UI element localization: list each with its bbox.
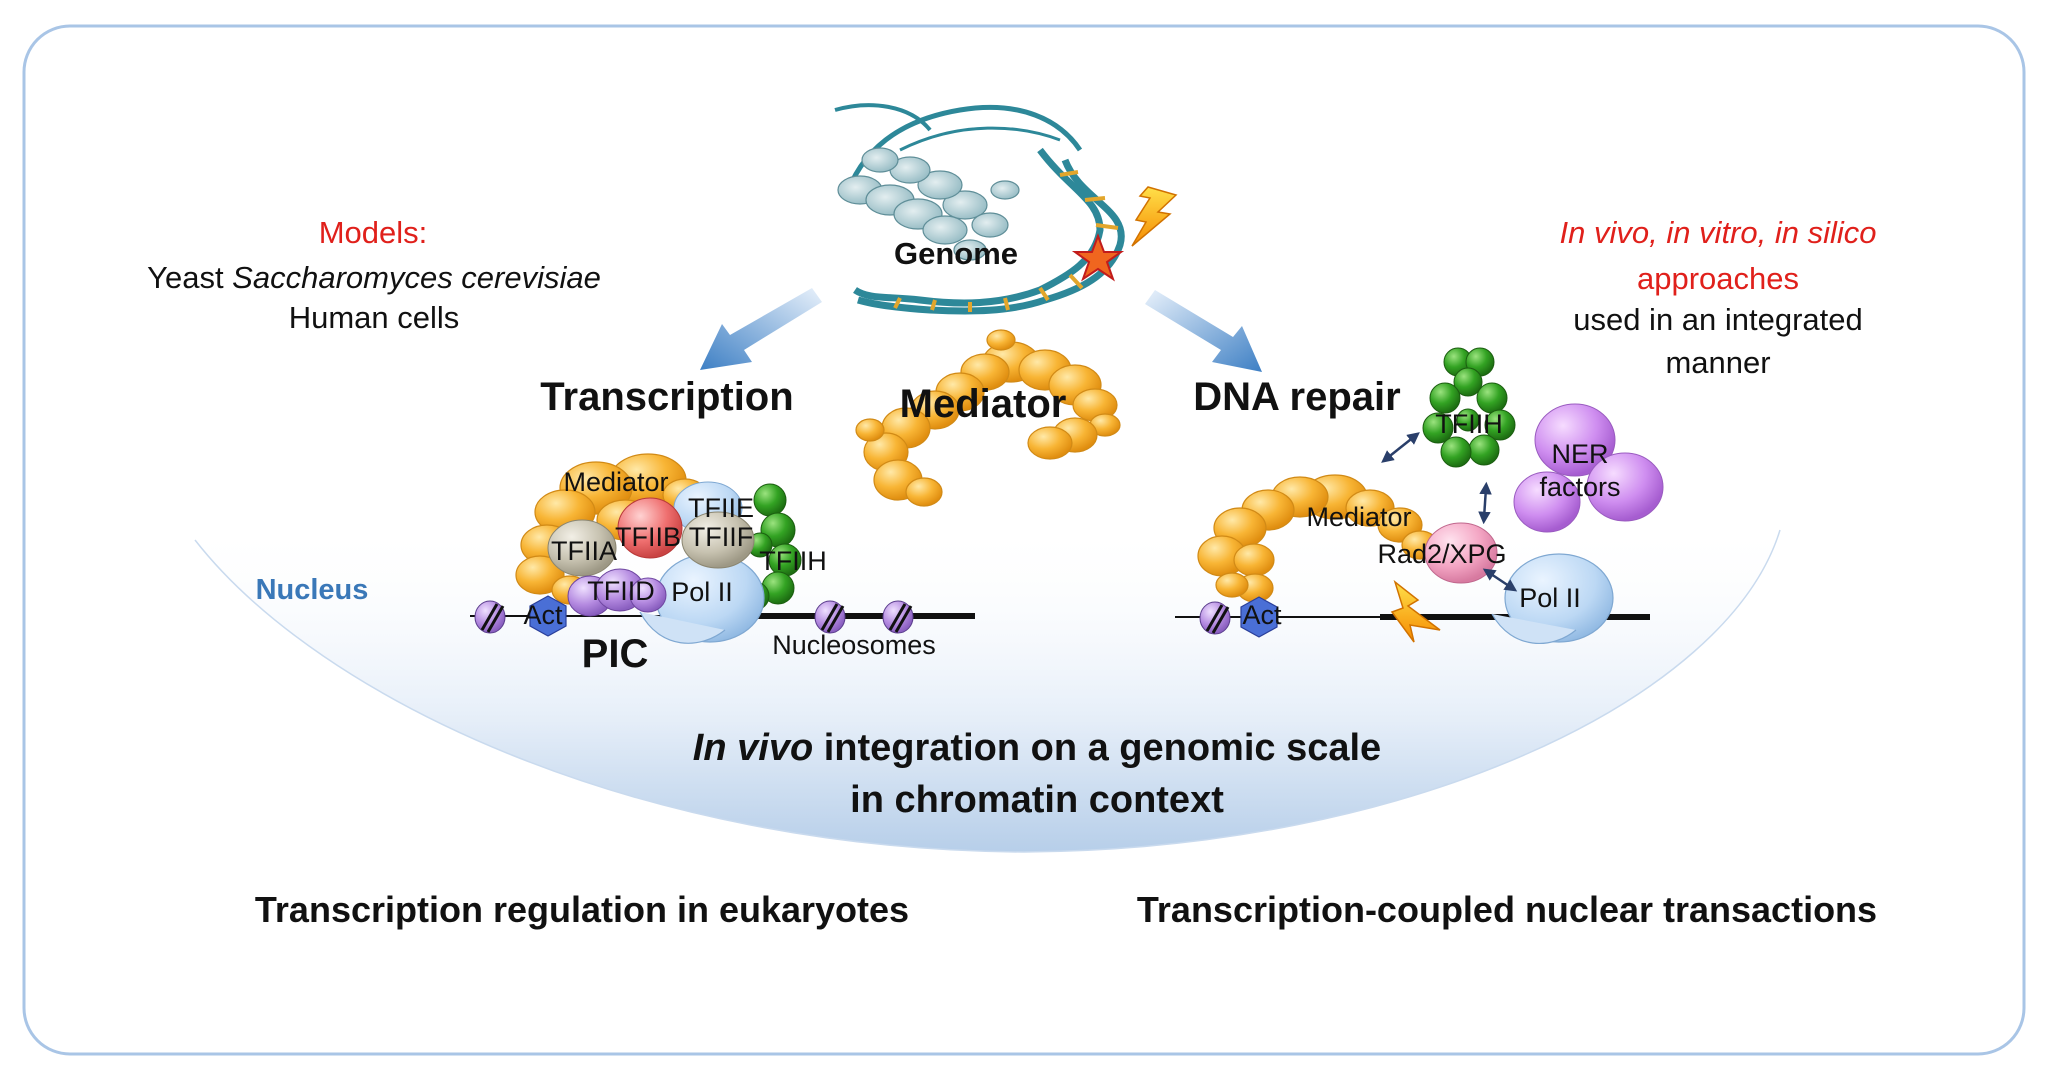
pol2-repair-label: Pol II	[1519, 583, 1581, 613]
genome-dna-illustration: Genome	[834, 103, 1178, 315]
tfiif-label: TFIIF	[689, 522, 753, 552]
tfiib-label: TFIIB	[615, 522, 681, 552]
arrow-to-transcription-icon	[700, 288, 822, 370]
ner-factors-complex	[1513, 403, 1664, 533]
interaction-arrow-tfiih-rad2	[1478, 481, 1492, 525]
models-human: Human cells	[289, 300, 460, 335]
tfiid-label: TFIID	[587, 576, 655, 606]
nucleus-label: Nucleus	[256, 574, 369, 606]
tfiid-complex	[567, 568, 667, 617]
ner-factors-label-line2: factors	[1539, 472, 1620, 502]
approaches-word: approaches	[1637, 261, 1799, 296]
activator-icon	[529, 595, 567, 637]
models-heading: Models:	[319, 215, 428, 250]
nucleosome-icon	[814, 600, 846, 634]
models-yeast: Yeast Saccharomyces cerevisiae	[147, 260, 601, 295]
genome-label: Genome	[894, 236, 1018, 271]
integration-line2: in chromatin context	[850, 779, 1224, 821]
nucleosome-icon	[882, 600, 914, 634]
mediator-center-label: Mediator	[900, 382, 1067, 426]
chromatin-beads	[837, 147, 1020, 261]
approaches-manner: manner	[1665, 345, 1770, 380]
approaches-methods: In vivo, in vitro, in silico	[1560, 215, 1877, 250]
tfiib-shape	[617, 497, 683, 559]
nucleosomes-label: Nucleosomes	[772, 630, 936, 660]
nucleosome-icon	[1199, 601, 1231, 635]
tfiih-repair-label: TFIIH	[1435, 409, 1503, 439]
dna-damage-star-icon	[1071, 233, 1125, 282]
interaction-arrow-rad2-pol2	[1482, 568, 1518, 592]
transcription-title: Transcription	[540, 375, 793, 419]
interaction-arrow-mediator-tfiih	[1381, 432, 1420, 463]
ner-factors-label-line1: NER	[1551, 439, 1608, 469]
activator-icon	[1240, 596, 1278, 638]
arrow-to-dna-repair-icon	[1145, 290, 1262, 372]
pol2-pic-clamp	[639, 611, 726, 644]
tfiia-shape	[547, 519, 617, 577]
dna-repair-title: DNA repair	[1193, 375, 1400, 419]
lightning-bolt-icon	[1131, 186, 1178, 247]
footer-right-caption: Transcription-coupled nuclear transactio…	[1137, 889, 1877, 930]
tfiih-pic-label: TFIIH	[759, 546, 827, 576]
pic-label: PIC	[582, 632, 649, 676]
mediator-complex-center	[855, 329, 1121, 507]
rad2-xpg-shape	[1424, 522, 1498, 584]
repair-scene: TFIIH NER factors Mediator Rad2/XPG Pol …	[1175, 347, 1664, 644]
pol2-pic-label: Pol II	[671, 577, 733, 607]
pol2-repair-shape	[1504, 553, 1614, 643]
mediator-complex-repair	[1197, 474, 1439, 603]
rad2-xpg-label: Rad2/XPG	[1377, 539, 1506, 569]
approaches-integrated: used in an integrated	[1573, 302, 1863, 337]
repair-lightning-icon	[1390, 579, 1441, 643]
mediator-pic-label: Mediator	[563, 467, 668, 497]
tfiia-label: TFIIA	[551, 536, 617, 566]
footer-left-caption: Transcription regulation in eukaryotes	[255, 889, 909, 930]
mediator-repair-label: Mediator	[1306, 502, 1411, 532]
integration-line1: In vivo integration on a genomic scale	[693, 727, 1381, 769]
tfiih-complex-repair	[1422, 347, 1516, 468]
pol2-repair-clamp	[1491, 613, 1577, 644]
pic-scene: Mediator TFIIE TFIIB TFIIA TFIIF TFIIH T…	[470, 453, 975, 676]
tfiif-shape	[681, 511, 755, 569]
tfiie-label: TFIIE	[688, 493, 754, 523]
nucleosome-icon	[474, 600, 506, 634]
act-repair-label: Act	[1242, 600, 1282, 630]
act-pic-label: Act	[523, 600, 563, 630]
